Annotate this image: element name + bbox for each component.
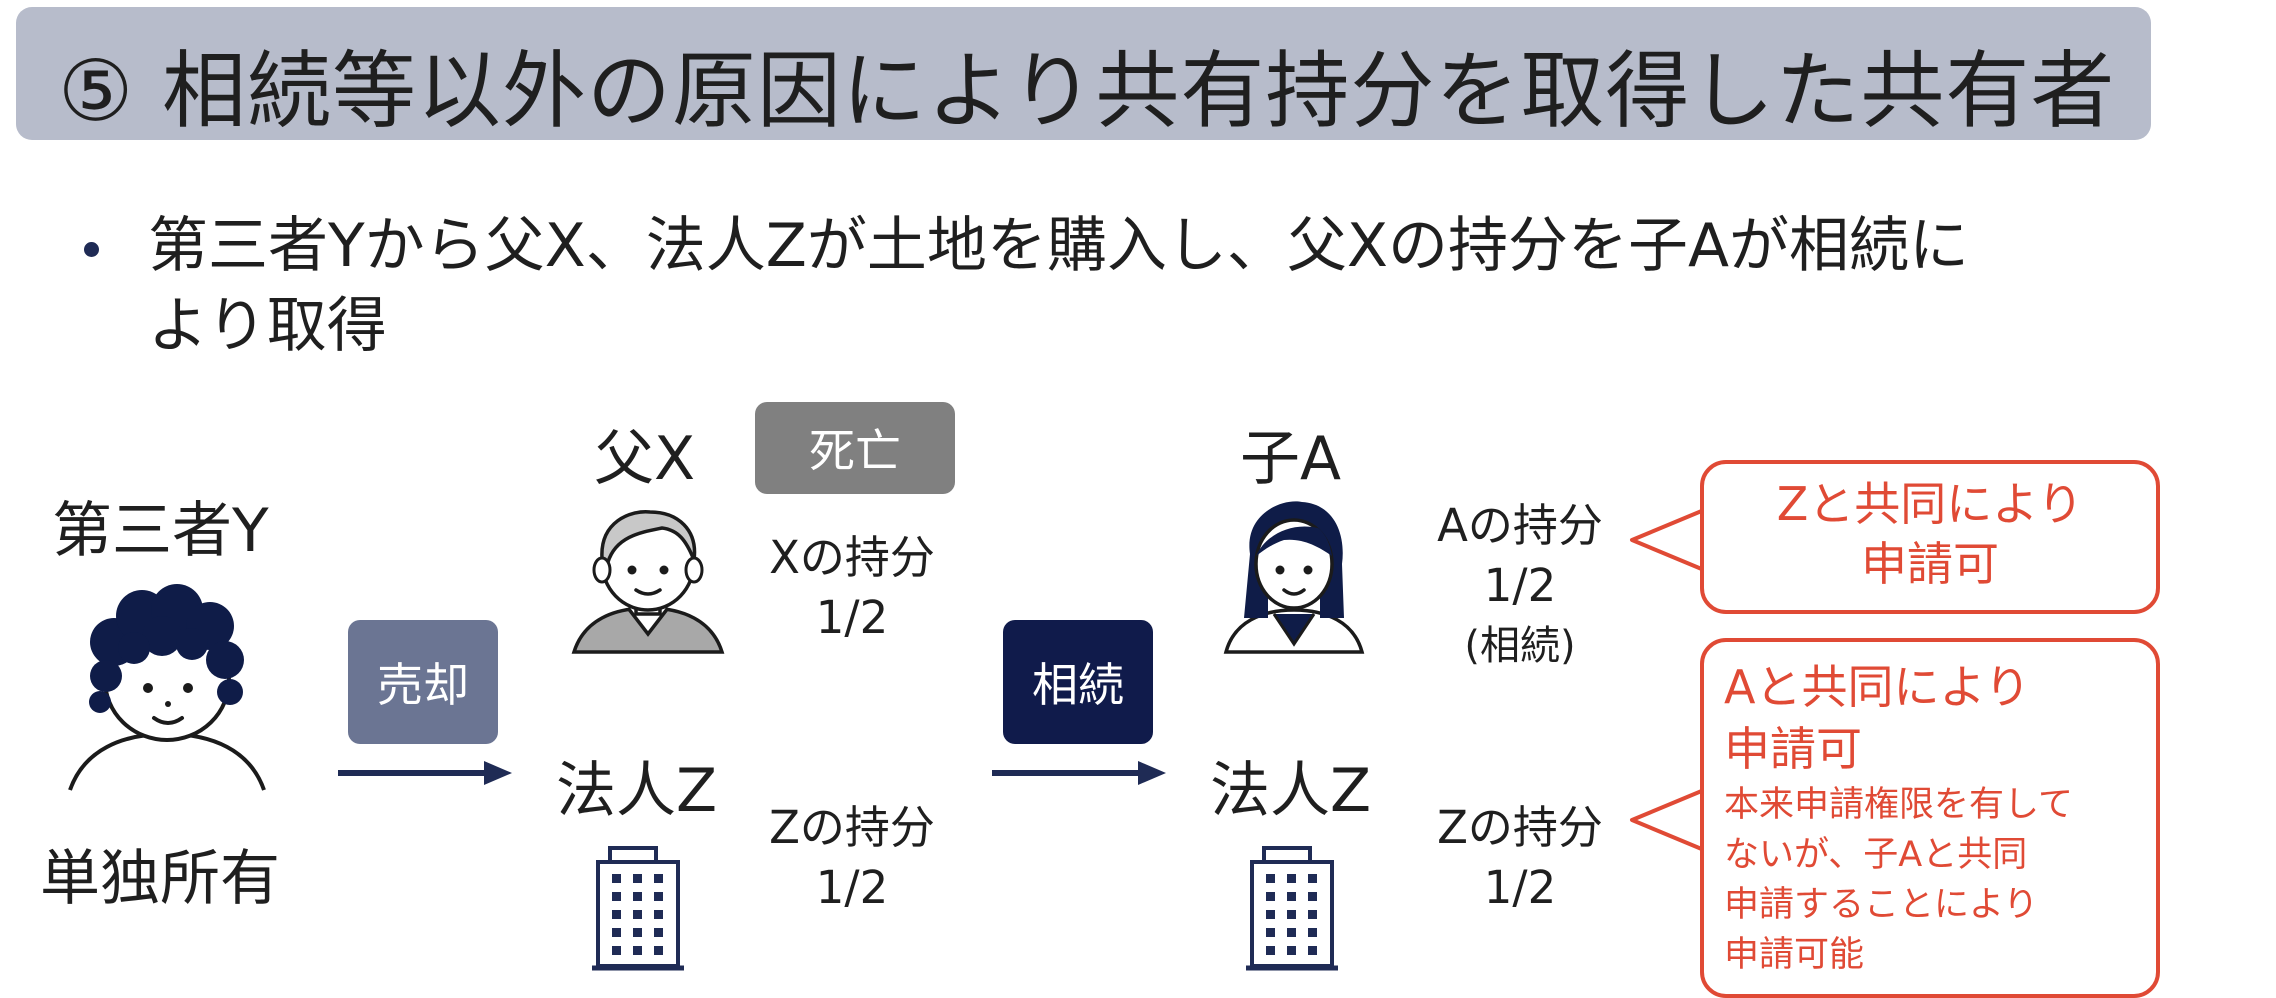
x-share-label: Xの持分 bbox=[769, 531, 935, 584]
bullet-text: 第三者Yから父X、法人Zが土地を購入し、父Xの持分を子Aが相続に より取得 bbox=[148, 206, 2148, 366]
corporation-label-left: 法人Z bbox=[556, 756, 718, 826]
x-share-text: Xの持分 1/2 bbox=[762, 528, 942, 648]
callout-note-3: 申請することにより bbox=[1724, 885, 2039, 925]
bullet-line-1: 第三者Yから父X、法人Zが土地を購入し、父Xの持分を子Aが相続に bbox=[148, 211, 1970, 281]
corporation-label-right: 法人Z bbox=[1210, 756, 1372, 826]
third-party-label: 第三者Y bbox=[52, 496, 269, 566]
title-banner bbox=[16, 7, 2151, 140]
page-title: ⑤ 相続等以外の原因により共有持分を取得した共有者 bbox=[58, 42, 2116, 140]
child-label: 子A bbox=[1240, 424, 1342, 494]
callout-pointer-top bbox=[1630, 508, 1705, 572]
callout-joint-with-z: Zと共同により 申請可 bbox=[1700, 460, 2160, 614]
z-share-left-text: Zの持分 1/2 bbox=[762, 798, 942, 918]
office-building-icon-right bbox=[1246, 846, 1338, 971]
sole-ownership-label: 単独所有 bbox=[40, 844, 280, 914]
sale-arrow bbox=[338, 761, 512, 785]
death-tag: 死亡 bbox=[755, 402, 955, 494]
z-share-left-label: Zの持分 bbox=[769, 801, 935, 854]
z-share-left-value: 1/2 bbox=[815, 861, 889, 914]
inheritance-arrow bbox=[992, 761, 1166, 785]
office-building-icon bbox=[592, 846, 684, 971]
woman-icon bbox=[1223, 501, 1365, 654]
callout-note-4: 申請可能 bbox=[1724, 935, 1865, 975]
bullet-line-2: より取得 bbox=[148, 291, 387, 361]
z-share-right-value: 1/2 bbox=[1483, 861, 1557, 914]
callout-top-line-2: 申請可 bbox=[1861, 537, 1999, 591]
callout-joint-with-a: Aと共同により 申請可 本来申請権限を有して ないが、子Aと共同 申請することに… bbox=[1700, 638, 2160, 998]
callout-note-1: 本来申請権限を有して bbox=[1724, 785, 2073, 825]
callout-pointer-bottom bbox=[1630, 788, 1705, 852]
callout-bottom-line-2: 申請可 bbox=[1724, 722, 1862, 776]
inheritance-tag: 相続 bbox=[1003, 620, 1153, 744]
callout-bottom-line-1: Aと共同により bbox=[1724, 660, 2031, 714]
z-share-right-text: Zの持分 1/2 bbox=[1430, 798, 1610, 918]
a-share-label: Aの持分 bbox=[1437, 499, 1603, 552]
bullet-marker bbox=[84, 242, 99, 257]
z-share-right-label: Zの持分 bbox=[1437, 801, 1603, 854]
callout-note-2: ないが、子Aと共同 bbox=[1724, 835, 2028, 875]
sale-tag: 売却 bbox=[348, 620, 498, 744]
a-share-text: Aの持分 1/2 (相続) bbox=[1420, 496, 1620, 676]
elderly-man-icon bbox=[571, 510, 725, 654]
father-label: 父X bbox=[594, 424, 696, 494]
curly-hair-person-icon bbox=[68, 584, 266, 791]
x-share-value: 1/2 bbox=[815, 591, 889, 644]
a-share-note: (相続) bbox=[1464, 623, 1576, 669]
callout-top-line-1: Zと共同により bbox=[1776, 477, 2084, 531]
a-share-value: 1/2 bbox=[1483, 559, 1557, 612]
